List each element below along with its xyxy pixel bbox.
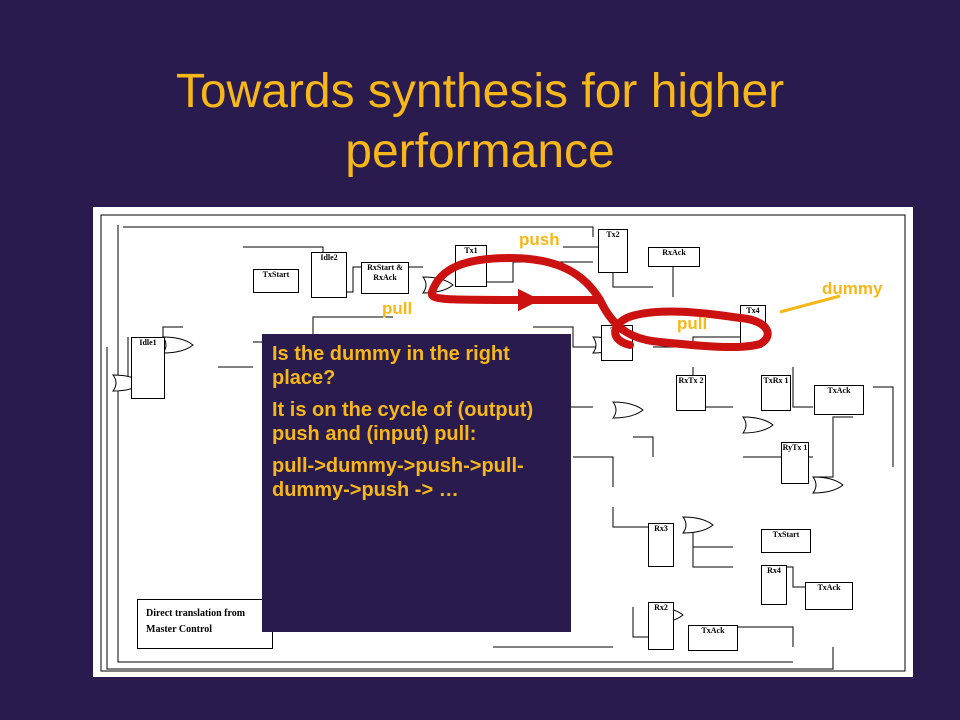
pull-label-left: pull [382, 299, 413, 318]
block-idle2: Idle2 [311, 252, 347, 298]
block-rx4: Rx4 [761, 565, 787, 605]
block-idle1: Idle1 [131, 337, 165, 399]
block-txack-right: TxAck [814, 385, 864, 415]
block-tx1: Tx1 [455, 245, 487, 287]
block-rytx1: RyTx 1 [781, 442, 809, 484]
slide-title: Towards synthesis for higher performance [175, 65, 785, 178]
block-txack-bottom: TxAck [688, 625, 738, 651]
annotation-box: Is the dummy in the right place? It is o… [262, 334, 571, 632]
note-question: Is the dummy in the right place? [272, 343, 510, 389]
block-txack-mid: TxAck [805, 582, 853, 610]
note-sequence: pull->dummy->push->pull-dummy->push -> … [272, 455, 524, 501]
block-txstart-top: TxStart [253, 269, 299, 293]
note-answer: It is on the cycle of (output) push and … [272, 399, 534, 445]
block-rxack-top: RxAck [648, 247, 700, 267]
block-rx2: Rx2 [648, 602, 674, 650]
push-label: push [519, 230, 560, 249]
block-txrx1: TxRx 1 [761, 375, 791, 411]
block-rxtx2: RxTx 2 [676, 375, 706, 411]
dummy-label: dummy [822, 279, 883, 298]
block-rx3: Rx3 [648, 523, 674, 567]
block-tx4: Tx4 [740, 305, 766, 345]
pull-label-right: pull [677, 314, 708, 333]
block-txstart-bottom: TxStart [761, 529, 811, 553]
block-tx2: Tx2 [598, 229, 628, 273]
block-tx3: Tx3 [601, 325, 633, 361]
block-rxstart: RxStart & RxAck [361, 262, 409, 294]
direct-translation-box: Direct translation from Master Control [137, 599, 273, 649]
